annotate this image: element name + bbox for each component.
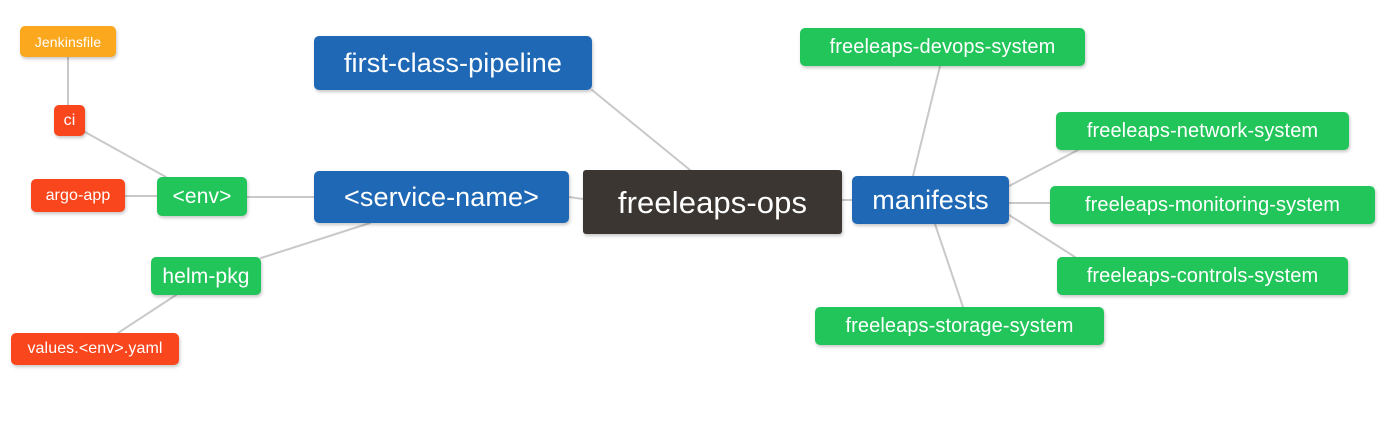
edge-manifests-to-freeleaps-devops-system bbox=[912, 65, 941, 177]
node-argo-app[interactable]: argo-app bbox=[31, 179, 125, 212]
node-label: <service-name> bbox=[344, 181, 539, 212]
node-label: freeleaps-controls-system bbox=[1086, 265, 1319, 287]
node-label: ci bbox=[63, 111, 76, 129]
node-label: manifests bbox=[872, 184, 989, 215]
node-label: freeleaps-ops bbox=[617, 184, 808, 220]
node-label: freeleaps-devops-system bbox=[829, 36, 1056, 58]
node-label: helm-pkg bbox=[162, 264, 250, 288]
edge-service-name-to-freeleaps-ops bbox=[568, 196, 584, 200]
node-label: freeleaps-network-system bbox=[1086, 120, 1319, 142]
edge-helm-pkg-to-service-name bbox=[260, 222, 371, 259]
edge-values-env-yaml-to-helm-pkg bbox=[117, 294, 177, 334]
node-label: values.<env>.yaml bbox=[27, 340, 163, 357]
node-label: freeleaps-storage-system bbox=[845, 315, 1074, 337]
node-ci[interactable]: ci bbox=[54, 105, 85, 136]
node-freeleaps-storage-system[interactable]: freeleaps-storage-system bbox=[815, 307, 1104, 345]
node-helm-pkg[interactable]: helm-pkg bbox=[151, 257, 261, 295]
node-freeleaps-ops[interactable]: freeleaps-ops bbox=[583, 170, 842, 234]
node-label: first-class-pipeline bbox=[343, 47, 563, 78]
node-service-name[interactable]: <service-name> bbox=[314, 171, 569, 223]
edge-manifests-to-freeleaps-storage-system bbox=[934, 223, 964, 308]
node-freeleaps-monitoring-system[interactable]: freeleaps-monitoring-system bbox=[1050, 186, 1375, 224]
node-freeleaps-controls-system[interactable]: freeleaps-controls-system bbox=[1057, 257, 1348, 295]
node-jenkinsfile[interactable]: Jenkinsfile bbox=[20, 26, 116, 57]
node-label: <env> bbox=[172, 185, 232, 208]
node-manifests[interactable]: manifests bbox=[852, 176, 1009, 224]
edge-ci-to-env bbox=[84, 131, 167, 178]
node-env[interactable]: <env> bbox=[157, 177, 247, 216]
node-values-env-yaml[interactable]: values.<env>.yaml bbox=[11, 333, 179, 365]
edge-manifests-to-freeleaps-network-system bbox=[1008, 149, 1079, 187]
edge-first-class-pipeline-to-freeleaps-ops bbox=[591, 89, 691, 171]
node-label: freeleaps-monitoring-system bbox=[1084, 194, 1340, 216]
node-freeleaps-network-system[interactable]: freeleaps-network-system bbox=[1056, 112, 1349, 150]
node-label: argo-app bbox=[45, 186, 111, 204]
node-freeleaps-devops-system[interactable]: freeleaps-devops-system bbox=[800, 28, 1085, 66]
node-label: Jenkinsfile bbox=[34, 33, 102, 50]
node-first-class-pipeline[interactable]: first-class-pipeline bbox=[314, 36, 592, 90]
